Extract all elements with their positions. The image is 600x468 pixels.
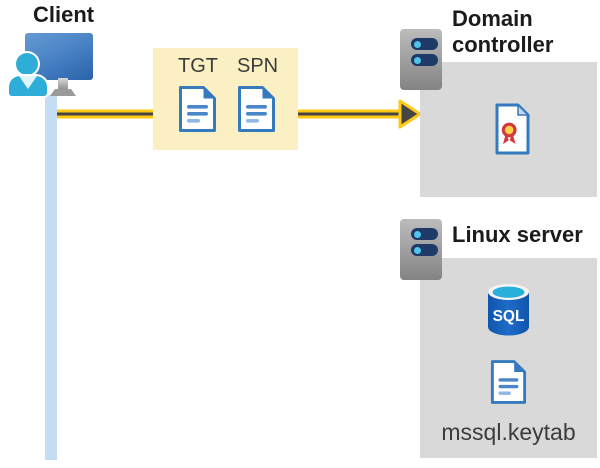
monitor-stand-base (50, 89, 76, 96)
tgt-document-icon (179, 86, 216, 132)
client-user-collar (19, 76, 37, 89)
server-led (414, 246, 421, 254)
linux-server-icon (400, 219, 442, 280)
spn-document-icon (238, 86, 275, 132)
keytab-document-icon (490, 360, 527, 404)
tgt-label: TGT (178, 55, 218, 77)
client-monitor-icon (25, 33, 93, 80)
monitor-stand-neck (58, 78, 68, 90)
keytab-filename-label: mssql.keytab (441, 419, 576, 445)
server-bar (411, 228, 438, 240)
client-label: Client (33, 2, 95, 27)
server-bar (411, 244, 438, 256)
server-bar (411, 54, 438, 66)
server-led (414, 40, 421, 48)
server-led (414, 230, 421, 238)
domain-controller-label: Domain controller (452, 6, 554, 57)
server-bar (411, 38, 438, 50)
sql-database-icon: SQL (488, 284, 529, 336)
client-user-body (9, 76, 47, 96)
client-connection-line (45, 95, 57, 460)
server-led (414, 56, 421, 64)
spn-label: SPN (237, 55, 279, 77)
certificate-icon (495, 103, 530, 155)
ticket-highlight-box: TGT SPN (153, 48, 298, 150)
sql-icon-label: SQL (493, 308, 525, 325)
domain-controller-server-icon (400, 29, 442, 90)
client-user-icon (16, 53, 38, 75)
linux-server-label: Linux server (452, 222, 583, 247)
